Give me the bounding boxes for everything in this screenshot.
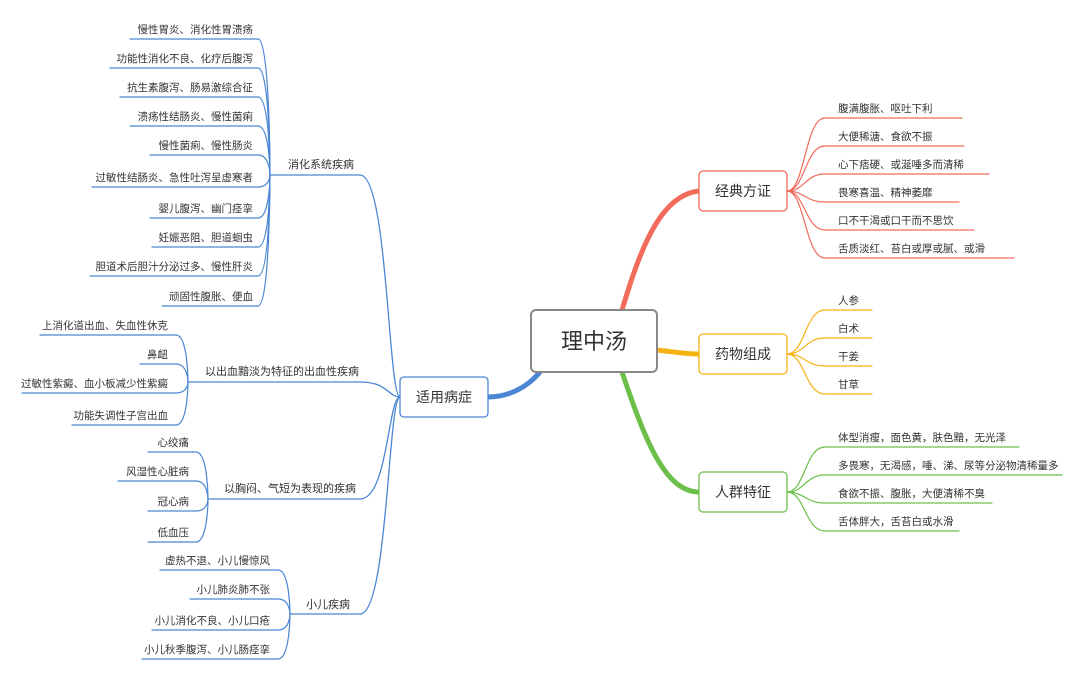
bleeding-item[interactable]: 过敏性紫癜、血小板减少性紫癜	[21, 377, 168, 390]
digestive-item[interactable]: 功能性消化不良、化疗后腹泻	[117, 52, 254, 65]
branch-indications-label: 适用病症	[416, 390, 472, 406]
digestive-item[interactable]: 慢性胃炎、消化性胃溃疡	[138, 23, 254, 36]
indication-group-connector	[187, 381, 401, 398]
classic-item[interactable]: 舌质淡红、苔白或厚或腻、或滑	[838, 242, 985, 255]
chest-item[interactable]: 心绞痛	[158, 436, 190, 449]
classic-leaf-connector	[786, 173, 990, 192]
classic-item[interactable]: 大便稀溏、食欲不振	[838, 130, 933, 143]
digestive-leaf-connector	[149, 154, 271, 176]
digestive-item[interactable]: 溃疡性结肠炎、慢性菌痢	[138, 110, 254, 123]
classic-leaf-connector	[786, 145, 965, 192]
digestive-leaf-connector	[161, 174, 271, 307]
branch-classic-box	[698, 170, 788, 212]
branch-people-box	[698, 471, 788, 513]
people-leaf-connector	[786, 446, 1020, 493]
pediatric-item[interactable]: 虚热不退、小儿慢惊风	[165, 554, 270, 567]
digestive-item[interactable]: 妊娠恶阻、胆道蛔虫	[159, 231, 254, 244]
classic-item[interactable]: 心下痞硬、或涎唾多而清稀	[838, 158, 964, 171]
herb-item[interactable]: 干姜	[838, 350, 859, 363]
pediatric-leaf-connector	[189, 598, 291, 615]
pediatric-item[interactable]: 小儿秋季腹泻、小儿肠痉挛	[144, 643, 270, 656]
digestive-item[interactable]: 胆道术后胆汁分泌过多、慢性肝炎	[96, 260, 254, 273]
bleeding-item[interactable]: 功能失调性子宫出血	[74, 409, 169, 422]
branch-classic[interactable]: 经典方证	[698, 170, 788, 212]
branch-indications-box	[399, 376, 489, 418]
bleeding-leaf-connector	[71, 381, 189, 426]
people-leaf-connector	[786, 474, 1063, 493]
classic-leaf-connector	[786, 117, 963, 192]
people-item[interactable]: 食欲不振、腹胀，大便清稀不臭	[838, 487, 985, 500]
people-item[interactable]: 多畏寒，无渴感，唾、涕、尿等分泌物清稀量多	[838, 459, 1059, 472]
digestive-item[interactable]: 过敏性结肠炎、急性吐泻呈虚寒者	[96, 171, 254, 184]
indication-group-connector	[207, 396, 401, 500]
connector-lines	[21, 38, 1063, 660]
bleeding-leaf-connector	[139, 363, 189, 383]
pediatric-leaf-connector	[141, 613, 291, 660]
classic-item[interactable]: 腹满腹胀、呕吐下利	[838, 102, 933, 115]
bleeding-item[interactable]: 鼻衄	[147, 348, 168, 361]
herbs-leaf-connector	[786, 309, 873, 355]
indication-group-chest[interactable]: 以胸闷、气短为表现的疾病	[224, 481, 356, 495]
connector-root-herbs	[654, 347, 702, 357]
classic-item[interactable]: 口不干渴或口干而不思饮	[838, 214, 954, 227]
indication-group-digestive[interactable]: 消化系统疾病	[288, 157, 354, 171]
classic-leaf-connector	[786, 190, 1015, 259]
indication-group-bleeding[interactable]: 以出血黯淡为特征的出血性疾病	[205, 364, 359, 378]
root-node[interactable]: 理中汤	[530, 309, 658, 373]
people-leaf-connector	[786, 491, 993, 504]
connector-root-indications	[485, 369, 543, 400]
pediatric-item[interactable]: 小儿消化不良、小儿口疮	[155, 614, 271, 627]
branch-indications[interactable]: 适用病症	[399, 376, 489, 418]
people-leaf-connector	[786, 491, 960, 532]
branch-herbs-label: 药物组成	[715, 347, 771, 363]
indication-group-pediatric[interactable]: 小儿疾病	[306, 597, 350, 611]
chest-item[interactable]: 风湿性心脏病	[126, 465, 189, 478]
classic-item[interactable]: 畏寒喜温、精神萎靡	[838, 186, 933, 199]
herbs-leaf-connector	[786, 353, 873, 367]
people-item[interactable]: 舌体胖大，舌苔白或水滑	[838, 515, 954, 528]
indication-group-connector	[269, 174, 401, 398]
branch-herbs-box	[698, 333, 788, 375]
people-item[interactable]: 体型消瘦，面色黄，肤色黯，无光泽	[838, 431, 1006, 444]
branch-classic-label: 经典方证	[715, 184, 771, 200]
herb-item[interactable]: 白术	[838, 322, 859, 335]
indication-group-connector	[289, 396, 401, 615]
chest-item[interactable]: 冠心病	[158, 495, 190, 508]
bleeding-item[interactable]: 上消化道出血、失血性休克	[42, 319, 168, 332]
herbs-leaf-connector	[786, 353, 873, 395]
digestive-item[interactable]: 顽固性腹胀、便血	[169, 290, 253, 303]
digestive-item[interactable]: 婴儿腹泻、幽门痉挛	[159, 202, 254, 215]
digestive-item[interactable]: 慢性菌痢、慢性肠炎	[159, 139, 254, 152]
root-label: 理中汤	[561, 330, 627, 355]
root-box	[530, 309, 658, 373]
digestive-leaf-connector	[119, 96, 271, 176]
classic-leaf-connector	[786, 190, 975, 231]
connector-root-classic	[619, 188, 702, 313]
chest-leaf-connector	[117, 480, 209, 500]
chest-leaf-connector	[147, 498, 209, 543]
herb-item[interactable]: 甘草	[838, 378, 859, 391]
pediatric-item[interactable]: 小儿肺炎肺不张	[197, 584, 271, 596]
herbs-leaf-connector	[786, 337, 873, 355]
herb-item[interactable]: 人参	[838, 294, 859, 307]
branch-people[interactable]: 人群特征	[698, 471, 788, 513]
classic-leaf-connector	[786, 190, 960, 203]
chest-item[interactable]: 低血压	[158, 526, 190, 539]
branch-people-label: 人群特征	[715, 485, 771, 501]
connector-root-people	[619, 369, 702, 495]
digestive-item[interactable]: 抗生素腹泻、肠易激综合征	[127, 81, 253, 94]
branch-herbs[interactable]: 药物组成	[698, 333, 788, 375]
